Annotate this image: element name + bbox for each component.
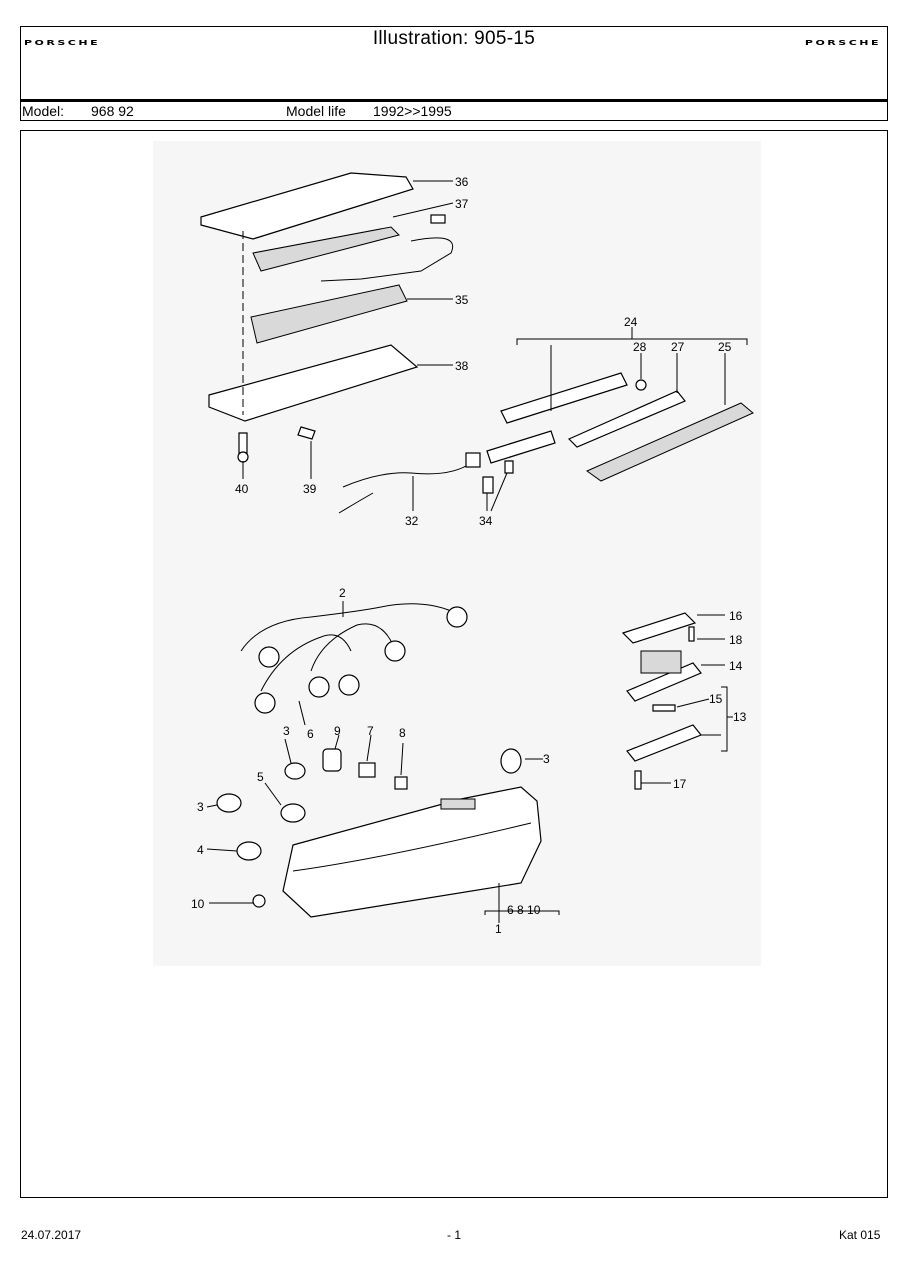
socket-9 bbox=[322, 748, 342, 772]
bulb-holder-28 bbox=[635, 379, 647, 391]
callout-5: 5 bbox=[257, 770, 264, 784]
header-box: PORSCHE Illustration: 905-15 PORSCHE Mod… bbox=[20, 26, 888, 121]
model-row: Model: 968 92 Model life 1992>>1995 bbox=[21, 99, 887, 120]
callout-13: 13 bbox=[733, 710, 747, 724]
tail-light-1 bbox=[282, 786, 542, 918]
callout-10: 10 bbox=[191, 897, 205, 911]
callout-18: 18 bbox=[729, 633, 743, 647]
footer-page: - 1 bbox=[447, 1228, 462, 1242]
strip-24 bbox=[500, 372, 628, 424]
socket-d bbox=[338, 674, 360, 696]
callout-37: 37 bbox=[455, 197, 469, 211]
spoiler-cover-36 bbox=[200, 172, 414, 240]
callout-40: 40 bbox=[235, 482, 249, 496]
footer-date: 24.07.2017 bbox=[21, 1228, 82, 1242]
socket-f bbox=[446, 606, 468, 628]
lens-16 bbox=[621, 612, 697, 644]
callout-17: 17 bbox=[673, 777, 687, 791]
housing-body bbox=[640, 650, 682, 674]
lens-25 bbox=[585, 402, 754, 482]
screw-17 bbox=[634, 770, 642, 790]
callout-24: 24 bbox=[624, 315, 638, 329]
bulb-7 bbox=[358, 762, 376, 778]
bulb-3c bbox=[216, 793, 242, 813]
exploded-diagram: 36 37 35 38 40 39 32 34 24 28 27 25 bbox=[153, 141, 761, 966]
bulb-4 bbox=[236, 841, 262, 861]
bulb-5 bbox=[280, 803, 306, 823]
socket-e bbox=[384, 640, 406, 662]
parts-illustration: 36 37 35 38 40 39 32 34 24 28 27 25 bbox=[20, 130, 888, 1198]
harness-32 bbox=[342, 462, 472, 488]
callout-39: 39 bbox=[303, 482, 317, 496]
socket-c bbox=[308, 676, 330, 698]
model-life-value: 1992>>1995 bbox=[373, 103, 452, 119]
callout-34: 34 bbox=[479, 514, 493, 528]
screw-18 bbox=[688, 626, 695, 642]
porsche-logo-left: PORSCHE bbox=[24, 38, 101, 47]
callout-25: 25 bbox=[718, 340, 732, 354]
callout-28: 28 bbox=[633, 340, 647, 354]
callout-16: 16 bbox=[729, 609, 743, 623]
callout-1: 1 bbox=[495, 922, 502, 936]
footer-catalog: Kat 015 bbox=[839, 1228, 881, 1242]
socket-8 bbox=[394, 776, 408, 790]
callout-6: 6 bbox=[307, 727, 314, 741]
bulb-10 bbox=[252, 894, 266, 908]
callout-8: 8 bbox=[399, 726, 406, 740]
callout-3c: 3 bbox=[197, 800, 204, 814]
harness-2 bbox=[240, 603, 452, 652]
callout-36: 36 bbox=[455, 175, 469, 189]
base-plate-38 bbox=[208, 344, 419, 422]
bulb-3b bbox=[500, 748, 522, 774]
model-life-label: Model life bbox=[286, 103, 346, 119]
callout-2: 2 bbox=[339, 586, 346, 600]
socket-b bbox=[254, 692, 276, 714]
brake-light-35 bbox=[250, 284, 408, 344]
callout-38: 38 bbox=[455, 359, 469, 373]
bolt-40 bbox=[238, 432, 248, 454]
callout-4: 4 bbox=[197, 843, 204, 857]
callout-9: 9 bbox=[334, 724, 341, 738]
strip-27 bbox=[567, 390, 686, 448]
callout-15: 15 bbox=[709, 692, 723, 706]
callout-7: 7 bbox=[367, 724, 374, 738]
model-label: Model: bbox=[22, 103, 65, 119]
bracket-lower bbox=[486, 430, 556, 464]
callout-32: 32 bbox=[405, 514, 419, 528]
bulb-39 bbox=[297, 426, 316, 440]
callout-35: 35 bbox=[455, 293, 469, 307]
bulb-15 bbox=[652, 704, 676, 712]
callout-3a: 3 bbox=[283, 724, 290, 738]
callout-14: 14 bbox=[729, 659, 743, 673]
callout-3b: 3 bbox=[543, 752, 550, 766]
bulb-3a bbox=[284, 762, 306, 780]
model-value: 968 92 bbox=[91, 103, 134, 119]
gasket-37 bbox=[252, 226, 400, 272]
page-title: Illustration: 905-15 bbox=[372, 28, 536, 49]
callout-27: 27 bbox=[671, 340, 685, 354]
porsche-logo-right: PORSCHE bbox=[804, 38, 881, 47]
socket-a bbox=[258, 646, 280, 668]
callout-1-group: 6 8 10 bbox=[507, 903, 541, 917]
